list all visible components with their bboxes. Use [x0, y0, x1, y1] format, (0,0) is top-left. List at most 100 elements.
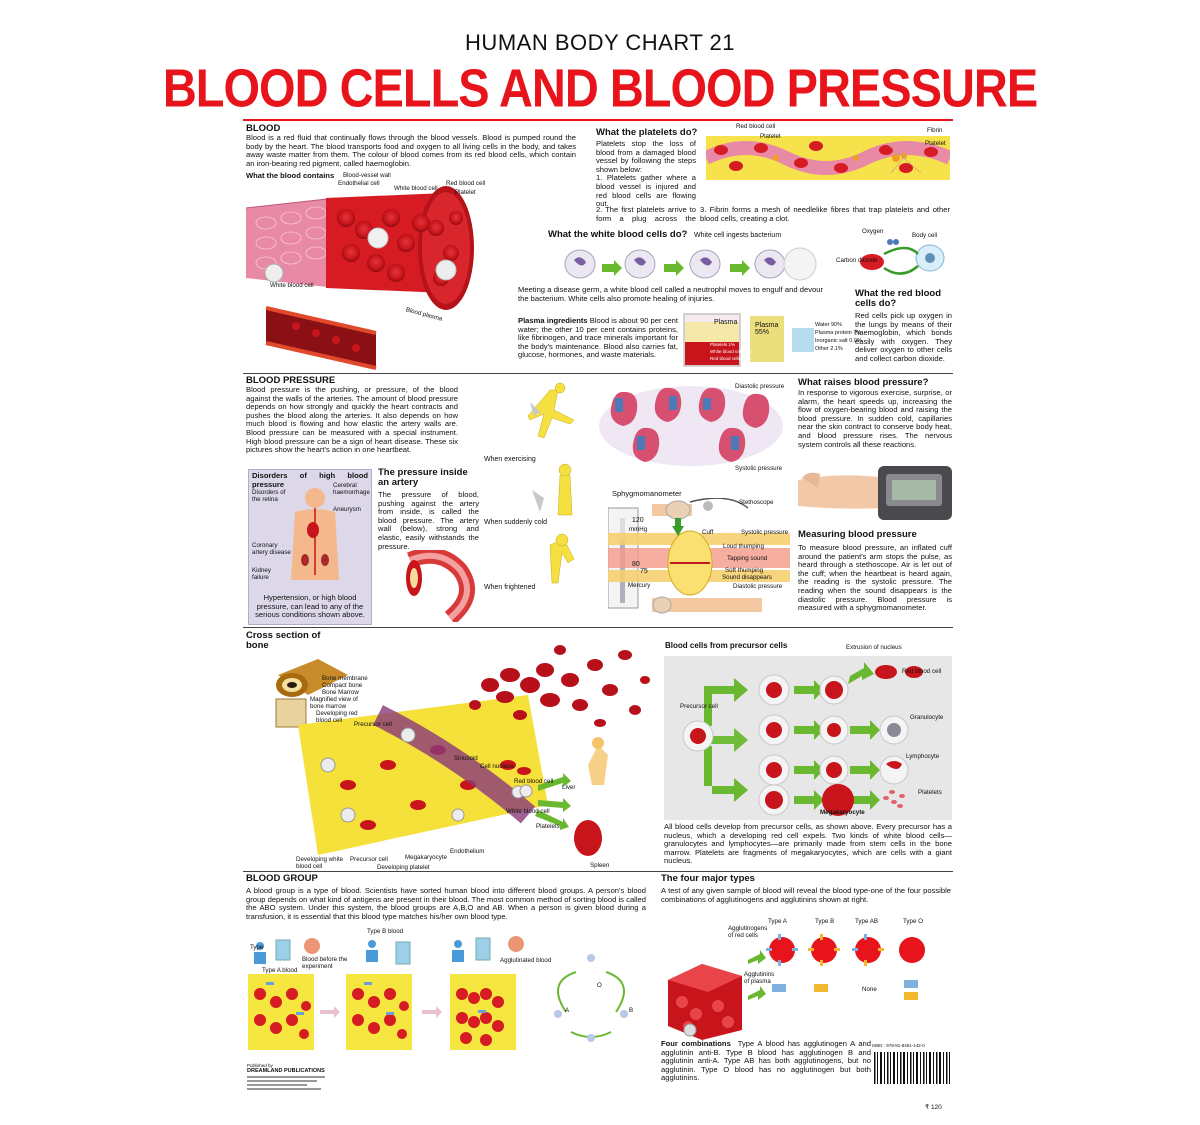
group-type-a-blood: Type A blood [262, 967, 298, 974]
bone-nucleus: Cell nucleus [480, 763, 514, 770]
platelets-label-platelet: Platelet [760, 133, 781, 140]
bone-spleen: Spleen [590, 862, 610, 869]
sphyg-120: 120 [632, 517, 644, 524]
plasma-label-inorganic: Inorganic salt 0.9% [815, 338, 862, 344]
group-o: O [597, 982, 602, 989]
plasma-section: Plasma ingredients Blood is about 90 per… [518, 316, 678, 360]
red-cells-illustration [832, 228, 952, 286]
artery-body: The pressure of blood, pushing against t… [378, 490, 479, 551]
heartbeat-illustration [595, 382, 787, 470]
divider-3 [243, 871, 953, 872]
bone-endothelium: Endothelium [450, 848, 485, 855]
disorders-panel: Disorders of high blood pressure Disorde… [248, 469, 372, 625]
four-agglutinins: Agglutinins of plasma [744, 971, 775, 985]
platelets-illustration [706, 128, 950, 186]
four-section: The four major types A test of any given… [661, 874, 951, 904]
four-combinations: Four combinations Type A blood has agglu… [661, 1039, 871, 1083]
blood-contains-heading: What the blood contains [246, 171, 335, 181]
plasma-heading: Plasma ingredients [518, 316, 588, 325]
plasma-label-platelets: Platelets 1% [710, 342, 736, 347]
sphyg-diastolic: Diastolic pressure [733, 583, 783, 590]
bone-precursor: Precursor cell [354, 721, 392, 728]
plasma-body: Blood is about 90 per cent water; the ot… [518, 316, 678, 360]
platelets-heading: What the platelets do? [596, 127, 698, 138]
bone-red: Red blood cell [514, 778, 554, 785]
chart-title: BLOOD CELLS AND BLOOD PRESSURE [162, 57, 1038, 119]
bone-heading-text: Cross section of bone [246, 630, 321, 651]
precursor-body: All blood cells develop from precursor c… [664, 822, 952, 866]
sphyg-mercury: Mercury [628, 582, 651, 589]
precursor-lymphocyte: Lymphocyte [906, 753, 940, 760]
artery-illustration [400, 550, 480, 622]
sphyg-cuff: Cuff [702, 529, 714, 536]
platelets-step2-text: 2. The first platelets arrive to form a … [596, 206, 696, 223]
platelets-label-red: Red blood cell [736, 123, 776, 130]
label-white-cell: White blood cell [394, 185, 438, 192]
bone-precursor-2: Precursor cell [350, 856, 388, 863]
label-platelet: Platelet [455, 189, 476, 196]
bone-compact: Compact bone [322, 682, 363, 689]
group-b: B [629, 1007, 634, 1014]
white-cells-ingests: White cell ingests bacterium [694, 232, 782, 239]
platelets-step1: 1. Platelets gather where a blood vessel… [596, 173, 696, 209]
disorder-coronary: Coronary artery disease [252, 542, 291, 556]
red-cells-text: What the red blood cells do? Red cells p… [855, 289, 952, 364]
sphyg-tapping: Tapping sound [727, 555, 768, 562]
group-body: A blood group is a type of blood. Scient… [246, 886, 646, 921]
publisher-block: Published by DREAMLAND PUBLICATIONS [247, 1063, 337, 1092]
bone-heading: Cross section of bone [246, 631, 326, 651]
sphyg-heading: Sphygmomanometer [612, 489, 682, 498]
group-before: Blood before the experiment [302, 956, 348, 970]
sphyg-loud: Loud thumping [723, 543, 764, 550]
sphyg-illustration [608, 498, 790, 622]
four-type-b: Type B [815, 918, 835, 925]
blood-heading: BLOOD [246, 123, 281, 134]
measuring-section: Measuring blood pressure To measure bloo… [798, 530, 952, 613]
measuring-heading: Measuring blood pressure [798, 529, 917, 540]
artery-section: The pressure inside an artery The pressu… [378, 468, 479, 551]
blood-section: BLOOD Blood is a red fluid that continua… [246, 124, 576, 181]
bone-white: White blood cell [506, 808, 550, 815]
group-illustration [246, 932, 646, 1052]
group-agglutinated: Agglutinated blood [500, 957, 552, 964]
plasma-text: Plasma ingredients Blood is about 90 per… [518, 316, 678, 360]
chart-subtitle: HUMAN BODY CHART 21 [465, 30, 735, 55]
group-type: Type [250, 944, 264, 951]
bone-megakaryocyte: Megakaryocyte [405, 854, 447, 861]
plasma-label-water: Water 90% [815, 322, 843, 328]
bone-dev-white: Developing white blood cell [296, 856, 344, 870]
four-body: A test of any given sample of blood will… [661, 886, 951, 904]
group-heading: BLOOD GROUP [246, 873, 318, 884]
bp-section: BLOOD PRESSURE Blood pressure is the pus… [246, 376, 458, 455]
disorder-retina: Disorders of the retina [252, 489, 286, 503]
four-type-a: Type A [768, 918, 787, 925]
four-agglutinogens: Agglutinogens of red cells [728, 925, 768, 939]
label-diastolic: Diastolic pressure [735, 383, 785, 390]
sphyg-mmhg: mmHg [629, 526, 648, 533]
white-cells-body-text: Meeting a disease germ, a white blood ce… [518, 285, 823, 303]
bp-figures [490, 380, 610, 610]
red-cells-heading: What the red blood cells do? [855, 288, 942, 309]
bone-illustration [258, 655, 658, 870]
bone-liver: Liver [562, 784, 576, 791]
blood-vessel-illustration [246, 178, 516, 378]
publisher-name: DREAMLAND PUBLICATIONS [247, 1068, 325, 1074]
label-vessel-wall: Blood-vessel wall [343, 172, 391, 179]
bone-membrane: Bone membrane [322, 675, 368, 682]
title-underline [243, 119, 953, 121]
disorders-heading: Disorders of high blood pressure [252, 471, 368, 489]
bone-magnified: Magnified view of bone marrow [310, 696, 358, 710]
red-cells-co2: Carbon dioxide [836, 257, 878, 264]
disorder-kidney: Kidney failure [252, 567, 271, 581]
group-a: A [565, 1007, 570, 1014]
publisher-small-print [247, 1076, 325, 1090]
bone-platelets: Platelets [536, 823, 560, 830]
four-combo-text: Four combinations Type A blood has agglu… [661, 1039, 871, 1083]
sphyg-80: 80 [632, 561, 640, 568]
label-white-cell-2: White blood cell [270, 282, 314, 289]
group-type-b-blood: Type B blood [367, 928, 404, 935]
blood-cells-cluster [460, 635, 655, 735]
sphyg-disappears: Sound disappears [722, 574, 772, 581]
white-cells-body: Meeting a disease germ, a white blood ce… [518, 285, 823, 303]
disorders-body: Hypertension, or high blood pressure, ca… [255, 593, 365, 620]
